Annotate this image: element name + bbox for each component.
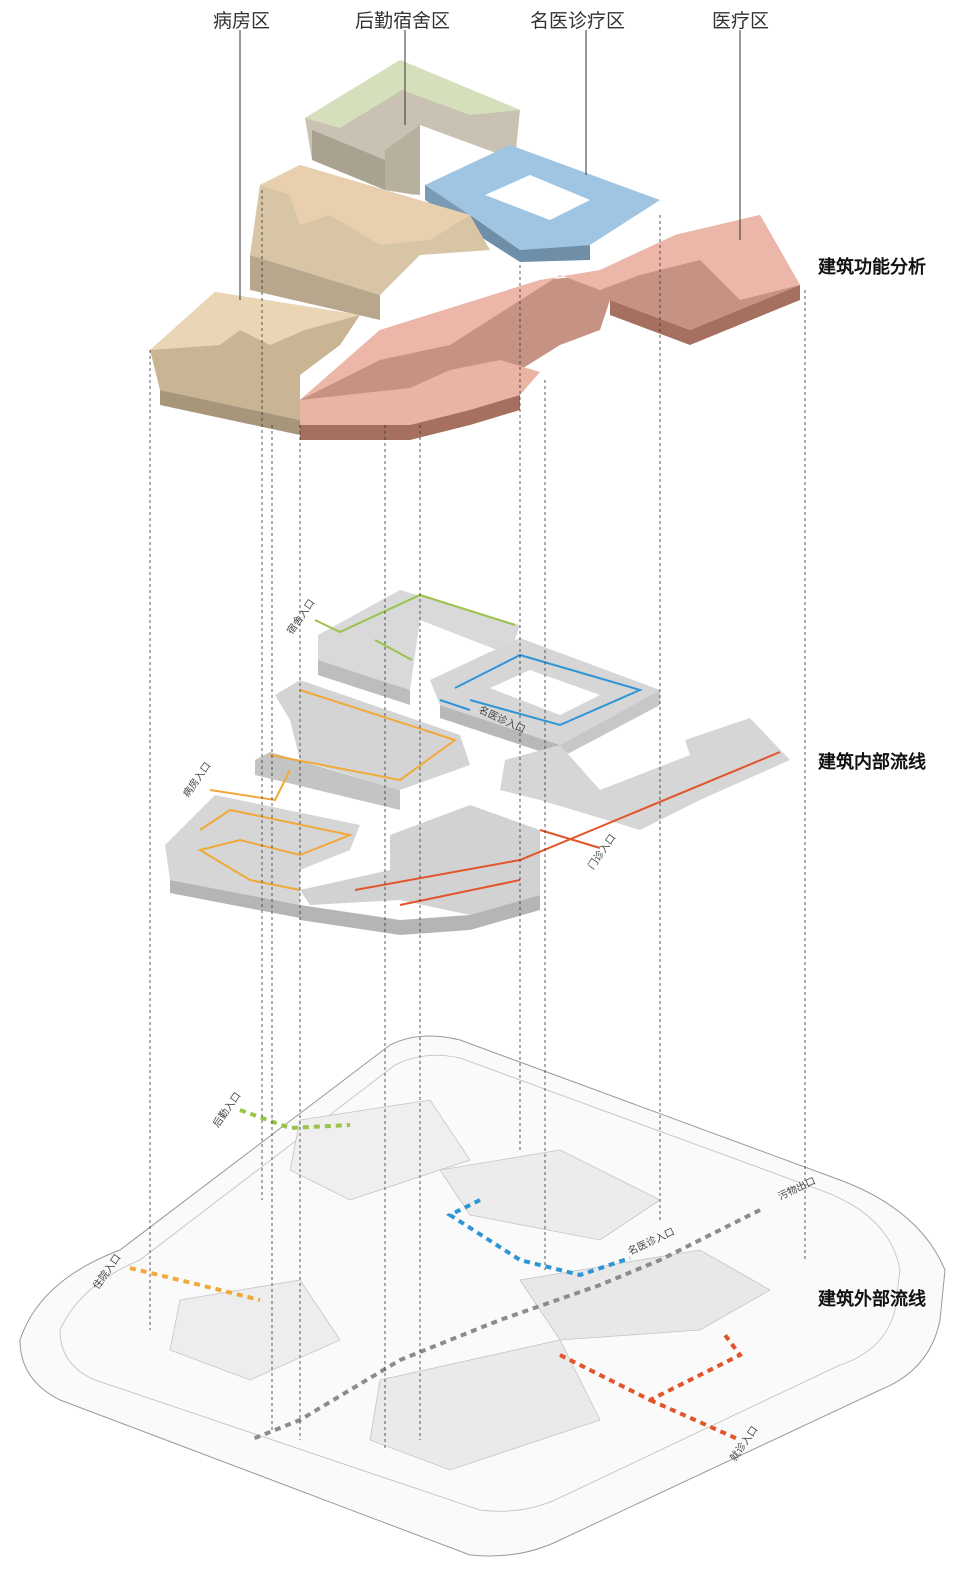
zone-label-medical: 医疗区 <box>712 10 769 32</box>
external-service-route <box>249 1208 761 1442</box>
internal-entry-ward: 病房入口 <box>180 759 214 799</box>
section-label-internal-flow: 建筑内部流线 <box>818 751 926 773</box>
zone-label-logistics: 后勤宿舍区 <box>355 10 450 32</box>
site-boundary <box>19 1035 946 1557</box>
ward-floor-plate <box>165 680 470 918</box>
external-expert-route <box>445 1198 631 1278</box>
zone-label-expert-clinic: 名医诊疗区 <box>530 10 625 32</box>
internal-entry-logistics: 宿舍入口 <box>284 596 318 636</box>
external-logistics-route <box>239 1108 351 1131</box>
zone-leaders <box>239 30 741 300</box>
zone-label-ward: 病房区 <box>213 10 270 32</box>
medical-block <box>300 215 800 440</box>
external-entry-logistics: 后勤入口 <box>210 1089 244 1129</box>
logistics-dorm-block <box>305 60 520 195</box>
logistics-floor-plate <box>314 590 520 705</box>
function-layer <box>150 60 800 440</box>
internal-entry-clinic: 门诊入口 <box>585 831 619 871</box>
alignment-guides <box>149 190 806 1450</box>
section-label-external-flow: 建筑外部流线 <box>818 1288 926 1310</box>
site-plan-layer <box>19 1035 946 1557</box>
external-clinic-route-2 <box>649 1398 741 1442</box>
ward-block <box>150 165 490 435</box>
external-ward-route <box>129 1266 261 1302</box>
external-clinic-route <box>559 1333 744 1403</box>
section-label-function: 建筑功能分析 <box>818 256 926 278</box>
internal-flow-layer <box>165 590 790 935</box>
